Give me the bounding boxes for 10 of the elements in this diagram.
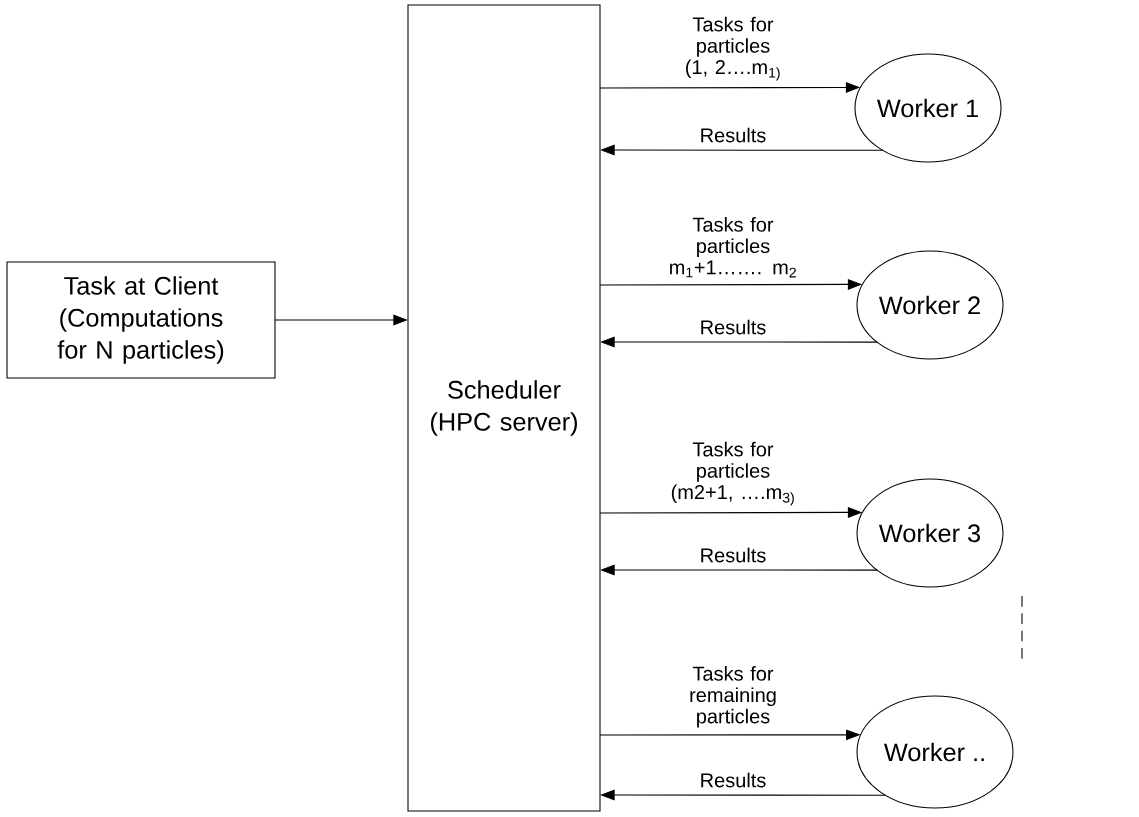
edge-label: Tasks for particles (1, 2….m$_{1)}$ <box>686 16 780 81</box>
edge-label: Results <box>701 547 766 563</box>
server-box: Scheduler (HPC server) <box>407 4 601 812</box>
edge-label: Results <box>701 772 766 788</box>
edge-label: Tasks for particles m$_{1}$+1……. m$_{2}$ <box>670 217 796 278</box>
edge-label: Tasks for particles (m2+1, ….m$_{3)}$ <box>671 441 794 506</box>
edge-label: Tasks for remaining particles <box>690 666 776 728</box>
edge-label: Results <box>701 127 766 143</box>
process-box: Task at Client (Computations for N particles) <box>6 261 276 379</box>
edge-label: Results <box>701 319 766 335</box>
